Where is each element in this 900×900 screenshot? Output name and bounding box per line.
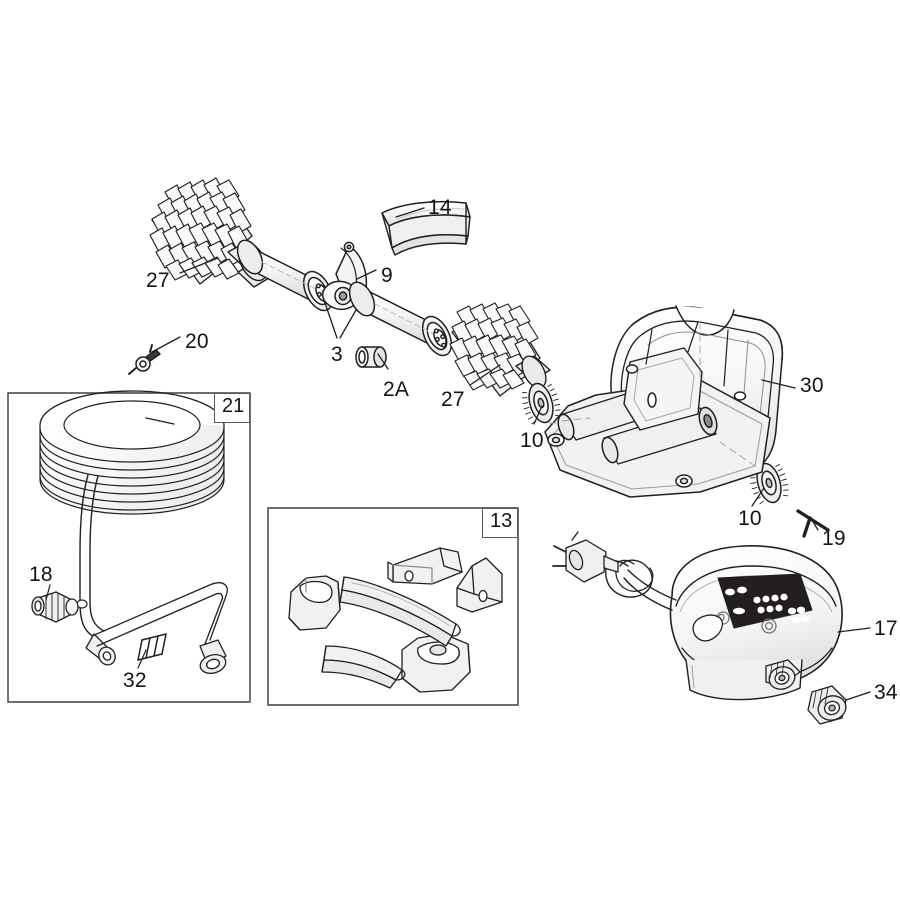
callout-2a: 2A <box>383 378 410 401</box>
swivel-nut-artwork <box>807 685 847 725</box>
box-label-13: 13 <box>482 508 518 538</box>
hose-coil-artwork <box>39 390 228 675</box>
roller-shaft-left-artwork <box>236 239 334 312</box>
track-shoe-kit-artwork <box>288 547 503 693</box>
callout-34: 34 <box>874 681 898 704</box>
drive-gear-left-artwork <box>521 382 561 425</box>
box-13-frame <box>267 507 519 706</box>
callout-9: 9 <box>381 264 393 287</box>
clip-fastener-artwork <box>128 344 161 375</box>
leader-lines <box>151 207 871 701</box>
callout-10-left: 10 <box>520 429 544 452</box>
callout-20: 20 <box>185 330 209 353</box>
brush-right-artwork <box>449 302 551 397</box>
power-supply-unit-artwork <box>552 531 843 701</box>
roller-shaft-right-artwork <box>348 281 453 357</box>
callout-27-right: 27 <box>441 388 465 411</box>
hose-connector-artwork <box>31 591 79 623</box>
curved-blade-artwork <box>381 200 471 256</box>
callout-17: 17 <box>874 617 898 640</box>
callout-30: 30 <box>800 374 824 397</box>
chassis-housing-artwork <box>544 305 784 498</box>
callout-14: 14 <box>428 196 452 219</box>
bushing-artwork <box>355 346 387 368</box>
callout-18: 18 <box>29 563 53 586</box>
callout-10-right: 10 <box>738 507 762 530</box>
box-label-21: 21 <box>214 393 250 423</box>
callout-27-left: 27 <box>146 269 170 292</box>
callout-19: 19 <box>822 527 846 550</box>
spring-coil-artwork <box>137 633 167 661</box>
callout-3: 3 <box>331 343 343 366</box>
callout-32: 32 <box>123 669 147 692</box>
box-21-frame <box>7 392 251 703</box>
